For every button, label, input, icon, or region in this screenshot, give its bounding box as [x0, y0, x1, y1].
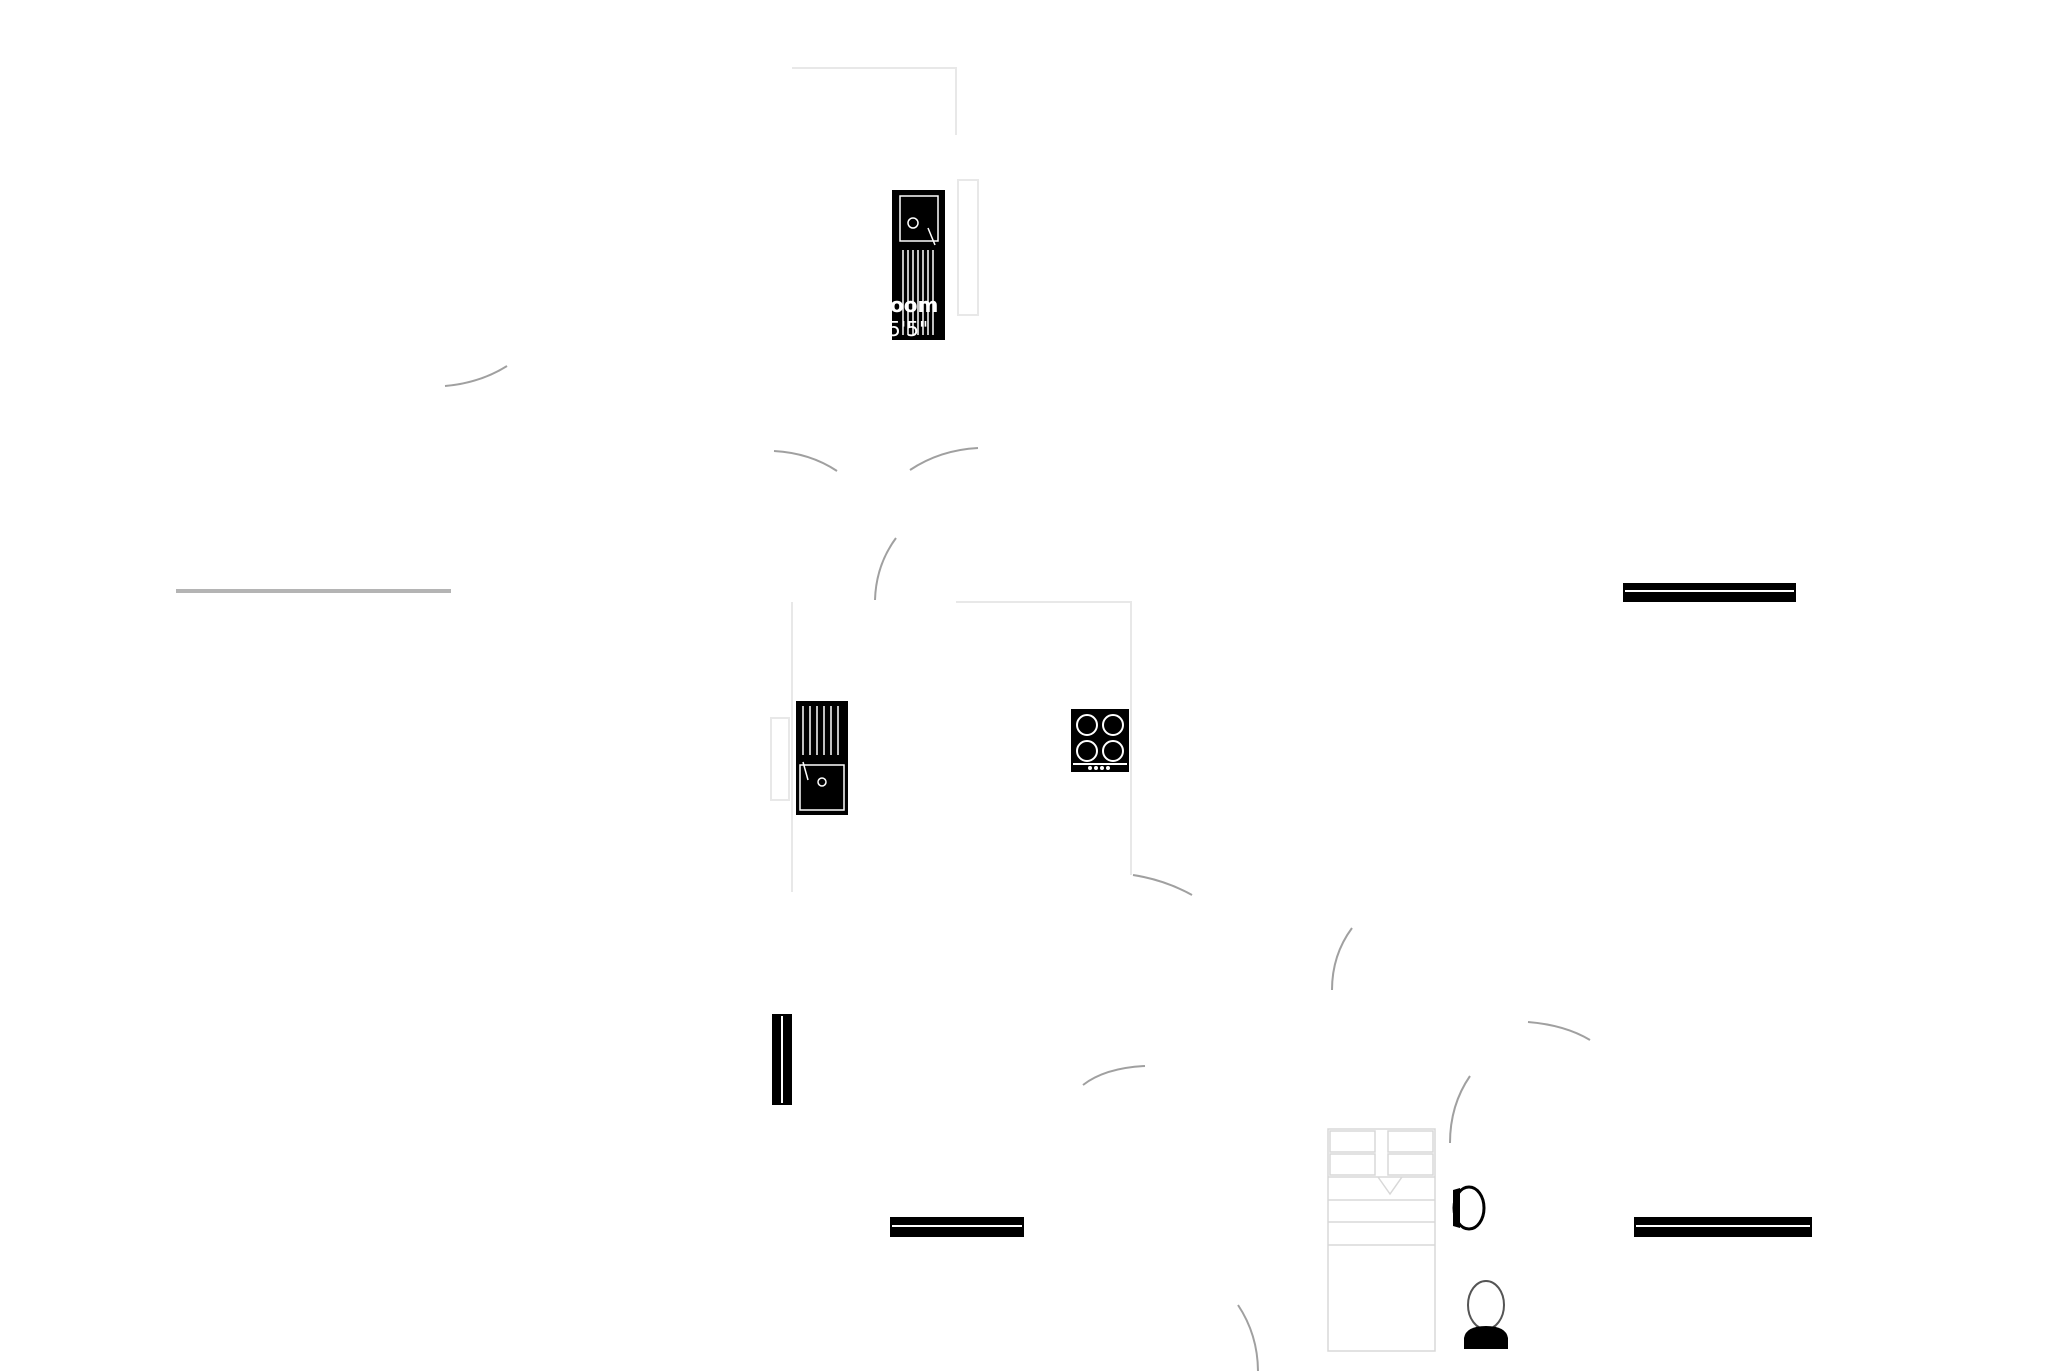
door-arc [1449, 1075, 1471, 1144]
door-arc [1132, 874, 1193, 896]
wall-top [792, 67, 957, 135]
door-arc [1082, 1065, 1146, 1086]
door-arcs [444, 365, 1591, 1371]
door-arc [1527, 1021, 1591, 1041]
room-dim-imperial: 5'5" [888, 317, 928, 341]
sink-icon [892, 190, 945, 340]
door-arc [1331, 927, 1353, 991]
window-line [892, 1225, 1022, 1227]
basin-icon [1464, 1280, 1508, 1349]
kitchen-sink-icon [796, 701, 848, 815]
window [1623, 583, 1796, 602]
room-label: oom 5'5" .66m [886, 293, 938, 365]
kitchen-walls [791, 601, 1132, 892]
partition-line [176, 589, 451, 593]
counter-top [957, 179, 979, 316]
counter-left [770, 717, 790, 801]
door-arc [773, 450, 838, 472]
bed-icon [1327, 1128, 1436, 1352]
room-dim-metric: .66m [886, 341, 937, 365]
door-arc [1237, 1304, 1259, 1371]
window-line [781, 1016, 783, 1103]
room-name: oom [890, 293, 938, 317]
door-arc [444, 365, 508, 387]
door-arc [909, 447, 979, 471]
walls [770, 67, 1132, 892]
window-line [1625, 590, 1794, 592]
cooktop-icon [1071, 709, 1129, 772]
windows [772, 583, 1812, 1237]
door-arc [874, 537, 897, 601]
toilet-icon [1452, 1185, 1486, 1231]
window-line [1636, 1225, 1810, 1227]
